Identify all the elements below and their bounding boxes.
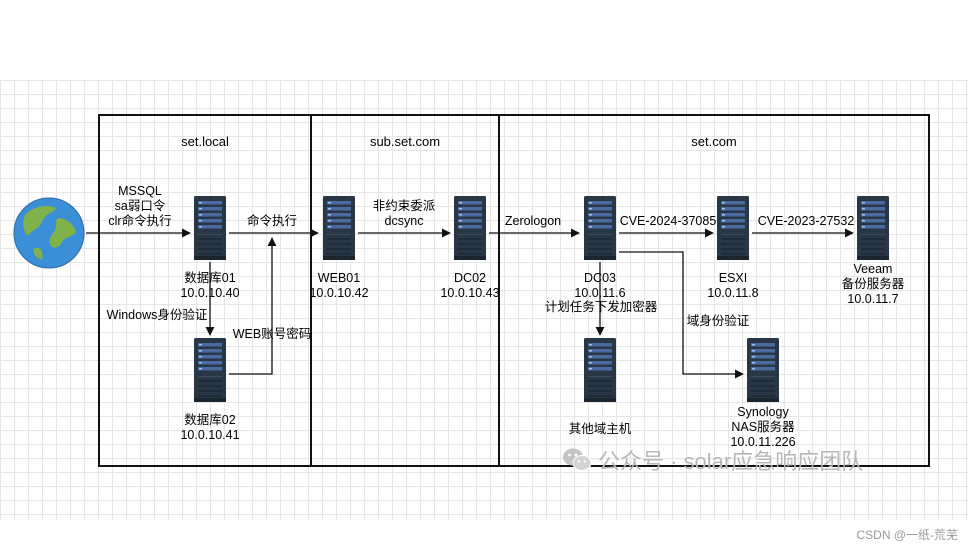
edge-db02-web01 — [229, 237, 277, 375]
wechat-icon — [563, 448, 592, 471]
server-db02-icon — [194, 338, 226, 402]
edge-dc03-nas — [619, 251, 744, 379]
edge-label-scheduled-task: 计划任务下发加密器 — [544, 300, 658, 314]
node-db01-name: 数据库01 — [184, 271, 236, 285]
node-veeam-name: Veeam — [853, 262, 893, 276]
node-db01-ip: 10.0.10.40 — [180, 286, 240, 300]
edge-label-cmd-exec: 命令执行 — [246, 214, 298, 228]
node-web01-name: WEB01 — [317, 271, 361, 285]
node-web01-ip: 10.0.10.42 — [309, 286, 369, 300]
edge-label-clr-exec: clr命令执行 — [108, 214, 172, 228]
watermark: 公众号 · solar应急响应团队 — [562, 444, 863, 476]
edge-label-domain-auth: 域身份验证 — [686, 314, 750, 328]
node-nas-name: Synology — [737, 405, 789, 419]
edge-label-cve-2023-27532: CVE-2023-27532 — [757, 214, 855, 228]
diagram-canvas — [0, 80, 968, 520]
node-dc03-ip: 10.0.11.6 — [574, 286, 626, 300]
zone-set-com: set.com — [498, 114, 930, 467]
node-veeam-type: 备份服务器 — [841, 277, 905, 291]
server-veeam-icon — [857, 196, 889, 260]
node-db02-name: 数据库02 — [184, 413, 236, 427]
edge-label-web-credentials: WEB账号密码 — [232, 327, 312, 341]
node-dc02-ip: 10.0.10.43 — [440, 286, 500, 300]
edge-label-cve-2024-37085: CVE-2024-37085 — [619, 214, 717, 228]
edge-label-unconstrained-delegation: 非约束委派 — [372, 199, 436, 213]
edge-label-dcsync: dcsync — [384, 214, 424, 228]
edge-label-sa-weak-password: sa弱口令 — [114, 199, 166, 213]
server-nas-icon — [747, 338, 779, 402]
zone-title-sub-set-com: sub.set.com — [369, 134, 441, 149]
watermark-text: 公众号 · solar应急响应团队 — [598, 449, 864, 474]
node-other-hosts-name: 其他域主机 — [568, 422, 632, 436]
server-dc03-icon — [584, 196, 616, 260]
globe-icon — [13, 197, 85, 269]
server-web01-icon — [323, 196, 355, 260]
zone-title-set-local: set.local — [181, 134, 229, 149]
edge-label-mssql: MSSQL — [118, 184, 162, 198]
footer-credit: CSDN @一纸-荒芜 — [856, 528, 958, 542]
server-dc02-icon — [454, 196, 486, 260]
zone-title-set-com: set.com — [691, 134, 737, 149]
node-esxi-ip: 10.0.11.8 — [707, 286, 759, 300]
server-other-hosts-icon — [584, 338, 616, 402]
node-db02-ip: 10.0.10.41 — [180, 428, 240, 442]
node-nas-type: NAS服务器 — [731, 420, 795, 434]
server-esxi-icon — [717, 196, 749, 260]
edge-label-zerologon: Zerologon — [504, 214, 562, 228]
server-db01-icon — [194, 196, 226, 260]
node-esxi-name: ESXI — [718, 271, 748, 285]
node-nas-ip: 10.0.11.226 — [730, 435, 796, 449]
node-veeam-ip: 10.0.11.7 — [847, 292, 899, 306]
edge-label-windows-auth: Windows身份验证 — [106, 308, 208, 322]
node-dc03-name: DC03 — [584, 271, 616, 285]
node-dc02-name: DC02 — [454, 271, 486, 285]
